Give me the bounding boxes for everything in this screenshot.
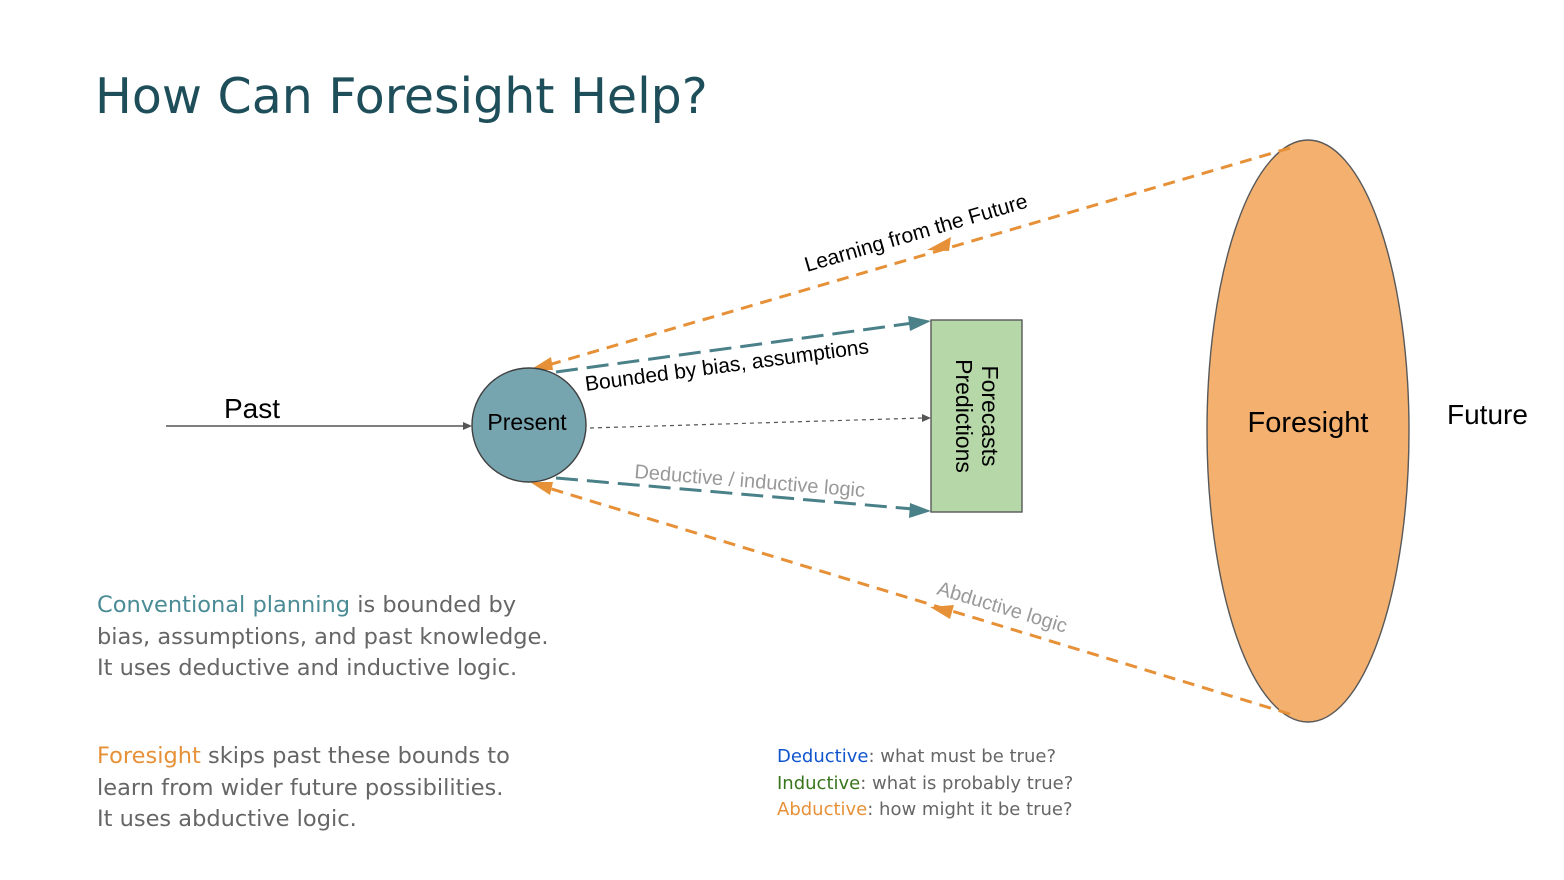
conventional-planning-highlight: Conventional planning — [97, 592, 351, 618]
foresight-line2: learn from wider future possibilities. — [97, 774, 504, 801]
legend-abductive-desc: : how might it be true? — [867, 799, 1073, 820]
abductive-logic-arrow — [544, 485, 1291, 716]
legend-inductive-term: Inductive — [777, 772, 861, 794]
learning-arrowhead-mid — [927, 237, 951, 251]
foresight-text: Foresight skips past these bounds to lea… — [97, 741, 617, 836]
abductive-arrowhead-near-present — [530, 482, 553, 495]
legend-deductive-desc: : what must be true? — [868, 746, 1056, 767]
past-timeline-arrowhead — [463, 422, 472, 430]
deductive-inductive-arrow — [555, 476, 914, 511]
conventional-line2: bias, assumptions, and past knowledge. — [97, 623, 549, 650]
page-title: How Can Foresight Help? — [95, 68, 708, 125]
forecasts-label: Forecasts — [977, 366, 1003, 467]
legend-abductive: Abductive: how might it be true? — [777, 797, 1073, 824]
legend-inductive: Inductive: what is probably true? — [777, 771, 1073, 798]
legend-abductive-term: Abductive — [777, 799, 868, 820]
legend-deductive-term: Deductive — [777, 746, 869, 767]
foresight-ellipse — [1206, 139, 1410, 723]
present-to-forecast-arrowhead — [922, 414, 931, 422]
deductive-inductive-arrowhead — [909, 503, 931, 518]
conventional-line1-rest: is bounded by — [350, 592, 517, 618]
bounded-label: Bounded by bias, assumptions — [584, 335, 871, 396]
bounded-arrow — [555, 321, 914, 374]
predictions-label: Predictions — [951, 359, 977, 473]
abductive-arrowhead-mid — [930, 605, 954, 619]
logic-legend: Deductive: what must be true? Inductive:… — [777, 744, 1073, 824]
learning-from-future-arrow — [544, 146, 1291, 368]
conventional-line3: It uses deductive and inductive logic. — [97, 655, 518, 681]
foresight-line1-rest: skips past these bounds to — [200, 743, 510, 769]
present-circle — [471, 367, 587, 483]
foresight-line3: It uses abductive logic. — [97, 806, 357, 832]
foresight-label: Foresight — [1248, 407, 1369, 439]
future-label: Future — [1447, 399, 1528, 430]
legend-deductive: Deductive: what must be true? — [777, 744, 1073, 771]
forecasts-box — [930, 319, 1023, 513]
present-to-forecast-dotted-arrow — [589, 417, 924, 429]
learning-arrowhead-near-present — [530, 357, 553, 370]
bounded-arrowhead — [908, 316, 931, 331]
abductive-label: Abductive logic — [935, 578, 1070, 638]
forecasts-label-group: Forecasts Predictions — [951, 359, 1003, 473]
foresight-highlight: Foresight — [97, 743, 201, 769]
legend-inductive-desc: : what is probably true? — [860, 772, 1074, 794]
conventional-planning-text: Conventional planning is bounded by bias… — [97, 590, 617, 685]
past-label: Past — [224, 393, 280, 424]
present-label: Present — [487, 409, 567, 435]
